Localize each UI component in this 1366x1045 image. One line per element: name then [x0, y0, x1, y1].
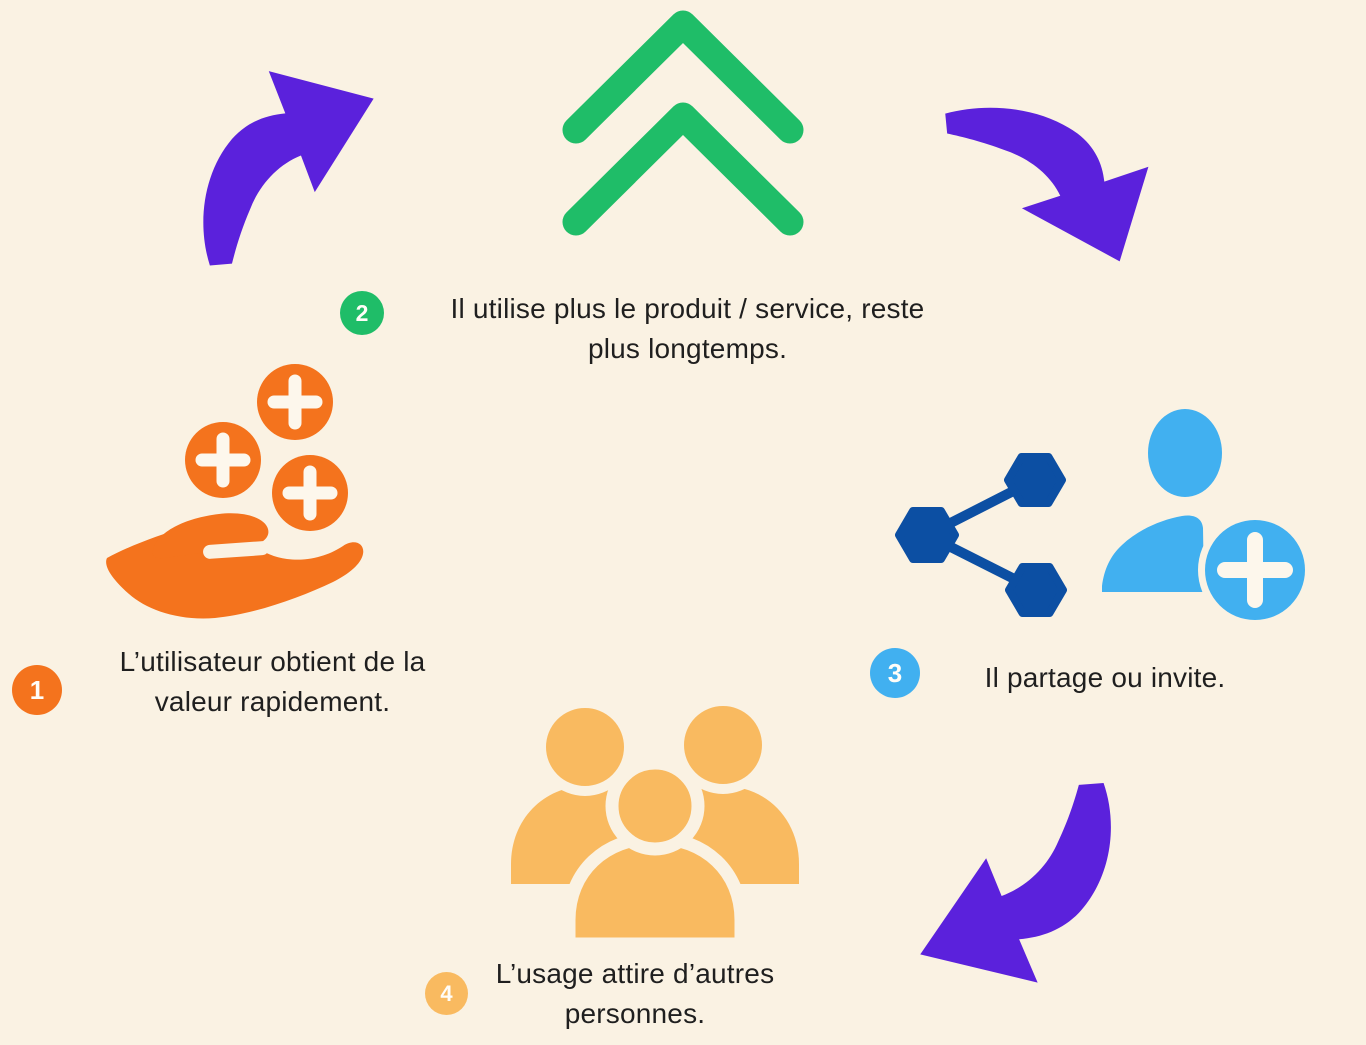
- share-network-icon: [895, 453, 1067, 617]
- step-3-label: Il partage ou invite.: [955, 658, 1255, 698]
- step-1-badge: 1: [12, 665, 62, 715]
- people-group-icon: [511, 696, 799, 948]
- step-2-label-line-2: plus longtemps.: [587, 333, 788, 364]
- step-2-label: Il utilise plus le produit / service, re…: [415, 289, 960, 369]
- step-4-label-line-2: personnes.: [564, 998, 706, 1029]
- step-4-label-line-1: L’usage attire d’autres: [495, 958, 775, 989]
- step-1-label-line-2: valeur rapidement.: [154, 686, 391, 717]
- curved-arrow-down-left-icon: [920, 782, 1111, 983]
- step-2-badge: 2: [340, 291, 384, 335]
- step-3-label-line-1: Il partage ou invite.: [984, 662, 1226, 693]
- hand-receiving-plus-icon: [106, 364, 364, 619]
- curved-arrow-up-right-icon: [203, 71, 374, 266]
- curved-arrow-down-right-icon: [945, 107, 1149, 262]
- step-2-label-line-1: Il utilise plus le produit / service, re…: [450, 293, 925, 324]
- step-4-badge: 4: [425, 972, 468, 1015]
- step-1-label: L’utilisateur obtient de la valeur rapid…: [50, 642, 495, 722]
- add-user-icon: [1102, 409, 1308, 626]
- step-4-label: L’usage attire d’autres personnes.: [435, 954, 835, 1034]
- step-1-label-line-1: L’utilisateur obtient de la: [119, 646, 426, 677]
- step-3-badge: 3: [870, 648, 920, 698]
- double-chevron-up-icon: [562, 10, 804, 236]
